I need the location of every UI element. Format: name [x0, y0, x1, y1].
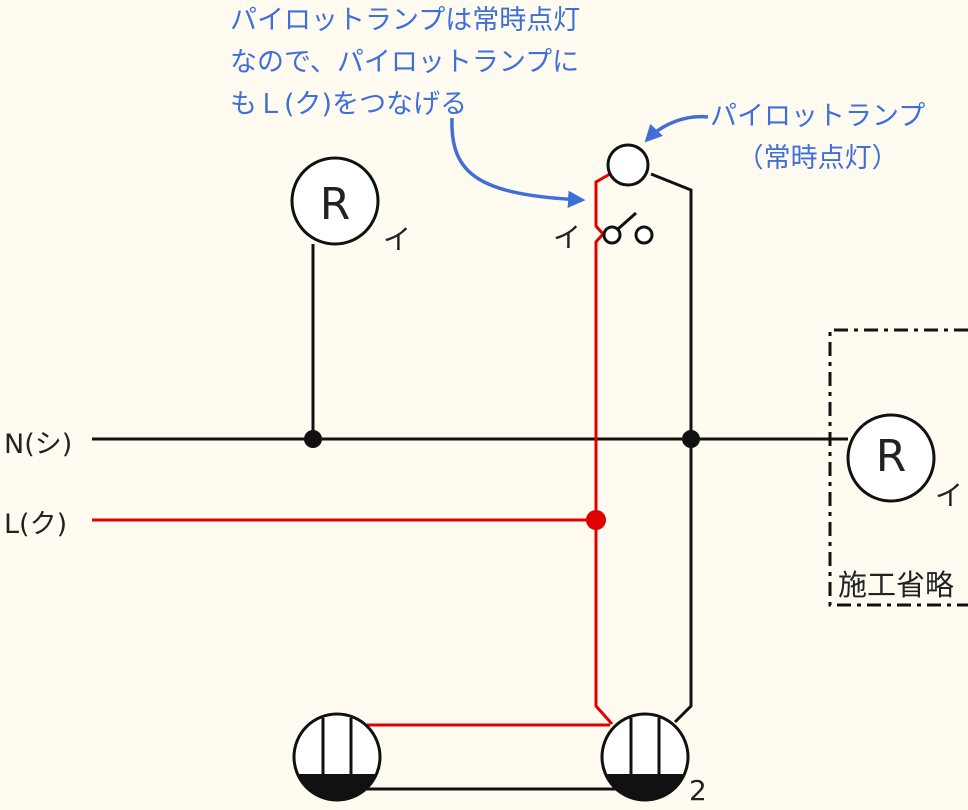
lamp-left-symbol: R: [319, 179, 351, 230]
annotation-line: パイロットランプ: [710, 101, 926, 132]
annotation-pilot-lamp: パイロットランプ （常時点灯）: [710, 96, 925, 180]
junction-box-right: [600, 712, 690, 802]
junction-box-number: 2: [689, 774, 707, 807]
annotation-line: （常時点灯）: [736, 143, 899, 174]
annotation-line: もＬ(ク)をつなげる: [230, 89, 468, 120]
lamp-right-symbol: R: [875, 431, 907, 482]
live-junction: [586, 510, 606, 530]
lamp-right-circuit-label: イ: [935, 479, 964, 512]
note-pilot-arrow: [644, 114, 709, 143]
live-wire-label: L(ク): [4, 509, 68, 540]
junction-box-left: [292, 712, 382, 802]
ceiling-lamp-right: [846, 413, 936, 503]
lamp-left-circuit-label: イ: [383, 223, 412, 256]
pilot-lamp: [606, 143, 650, 187]
ceiling-lamp-left: [290, 156, 380, 246]
omitted-area-box: [828, 328, 968, 607]
switch-symbol: [602, 211, 654, 245]
neutral-wire-label: N(シ): [4, 429, 73, 460]
note-main-arrow: [450, 117, 586, 209]
annotation-line: なので、パイロットランプに: [230, 47, 580, 78]
annotation-main-note: パイロットランプは常時点灯 なので、パイロットランプに もＬ(ク)をつなげる: [230, 0, 580, 126]
switch-circuit-label: イ: [553, 221, 582, 254]
neutral-junction-left: [304, 430, 322, 448]
pilot-lamp-return-wire: [650, 172, 693, 724]
omitted-area-label: 施工省略: [838, 568, 955, 602]
live-riser-wire: [594, 172, 614, 725]
neutral-junction-right: [682, 430, 700, 448]
annotation-line: パイロットランプは常時点灯: [230, 5, 581, 36]
